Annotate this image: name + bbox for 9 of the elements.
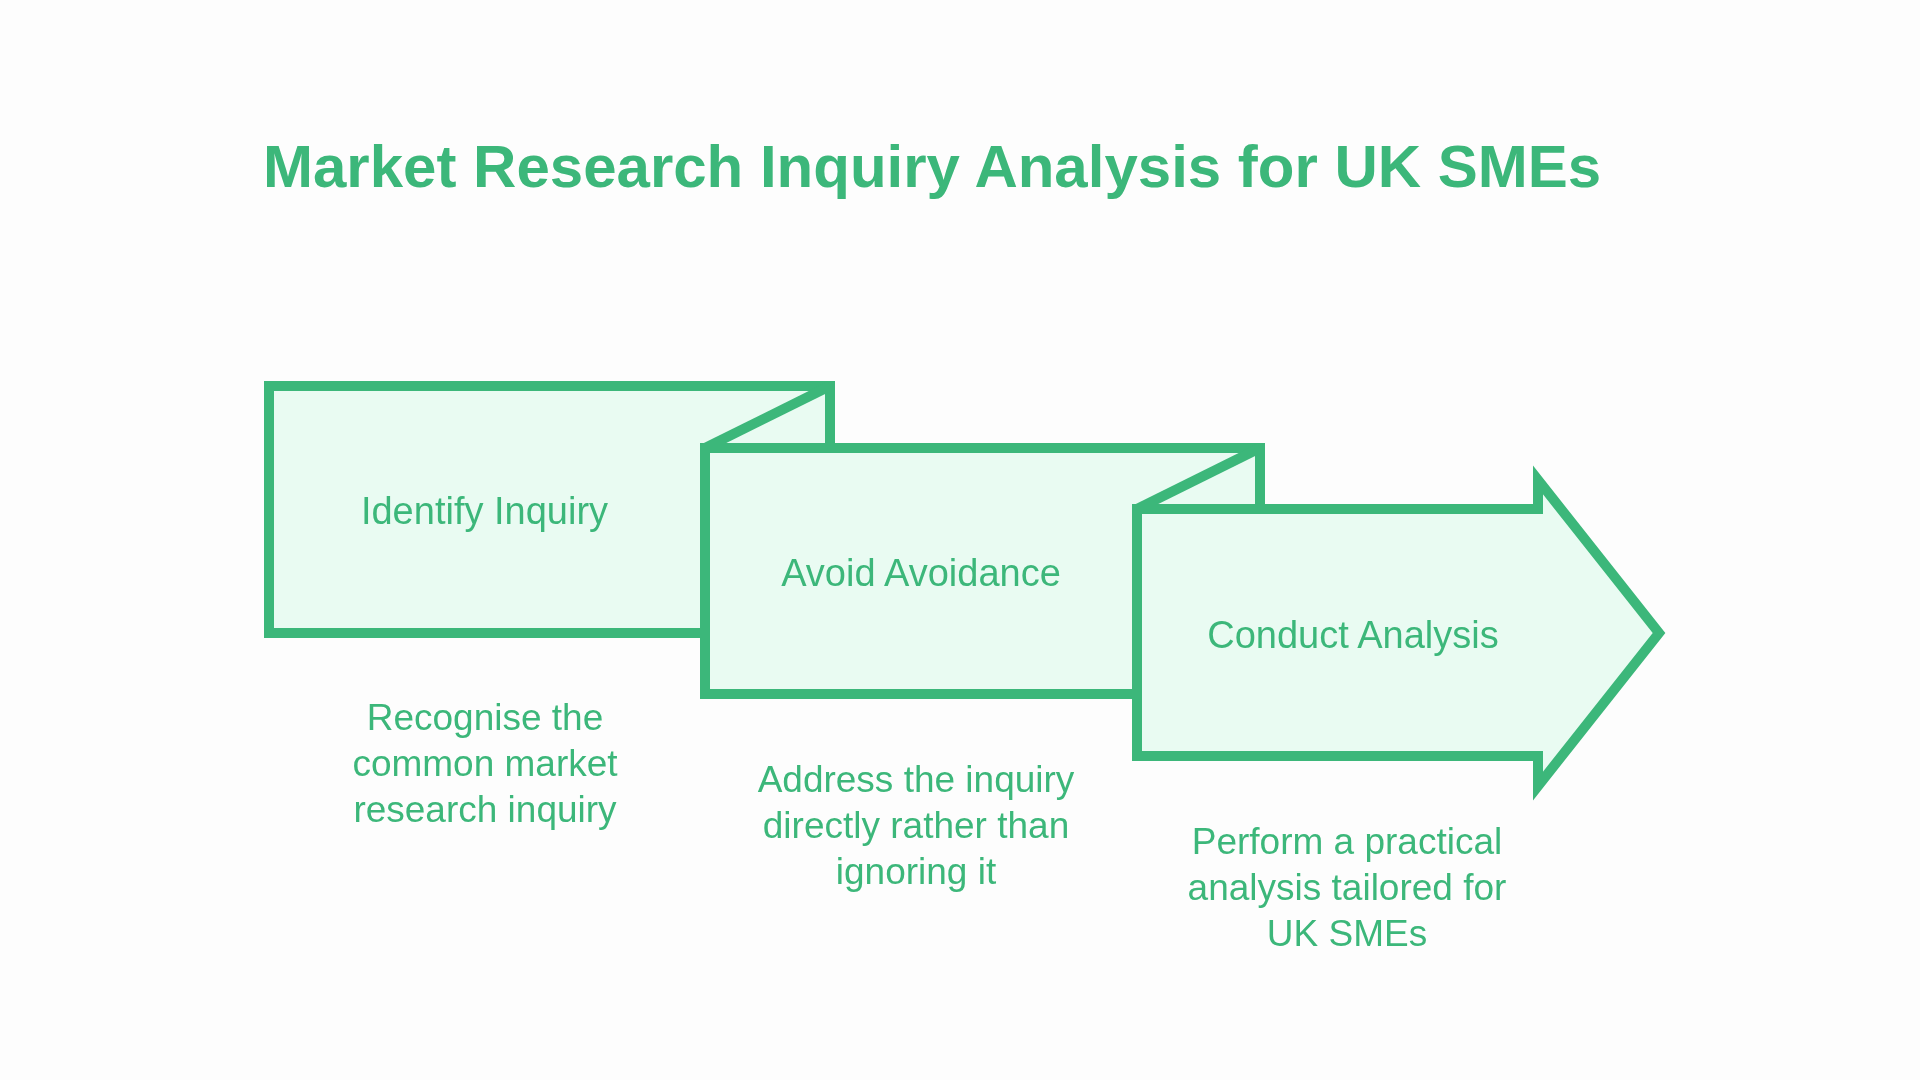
step-description: Recognise the common market research inquiry (351, 696, 619, 832)
step-description: Address the inquiry directly rather than ignoring it (756, 758, 1076, 894)
step-label: Conduct Analysis (1207, 613, 1499, 657)
step-label: Avoid Avoidance (781, 551, 1061, 595)
folded-panel (264, 381, 700, 638)
step-description: Perform a practical analysis tailored for UK SMEs (1186, 820, 1508, 956)
folded-panel (700, 381, 1132, 699)
step-label: Identify Inquiry (360, 489, 609, 533)
diagram-title: Market Research Inquiry Analysis for UK SMEs (263, 137, 1602, 197)
